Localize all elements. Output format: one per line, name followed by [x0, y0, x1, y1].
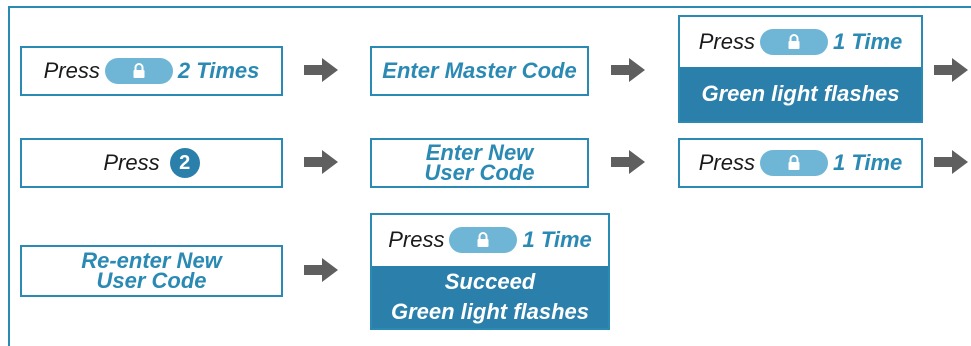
press-label: Press — [698, 28, 755, 54]
arrow-right-icon — [304, 150, 338, 174]
step-press-lock-once-succeed: Press 1 Time Succeed Green light flashes — [370, 213, 610, 330]
press-label: Press — [103, 150, 160, 175]
arrow-right-icon — [304, 58, 338, 82]
step-reenter-new-user-code: Re-enter New User Code — [20, 245, 283, 297]
press-label: Press — [698, 150, 755, 175]
lock-icon — [759, 28, 828, 55]
diagram-frame — [8, 6, 971, 346]
arrow-right-icon — [934, 58, 968, 82]
number-2-icon: 2 — [169, 148, 200, 178]
times-label: 1 Time — [522, 227, 592, 253]
times-label: 2 Times — [177, 58, 260, 83]
result-banner: Succeed Green light flashes — [372, 265, 608, 328]
times-label: 1 Time — [832, 28, 903, 54]
succeed-label: Succeed — [444, 268, 536, 294]
arrow-right-icon — [304, 258, 338, 282]
press-label: Press — [43, 58, 100, 83]
arrow-right-icon — [934, 150, 968, 174]
press-row: Press 1 Time — [680, 17, 921, 67]
result-label: Green light flashes — [390, 298, 590, 324]
step-enter-master-code: Enter Master Code — [370, 46, 589, 96]
result-banner: Green light flashes — [680, 66, 921, 121]
step-press-number-2: Press 2 — [20, 138, 283, 188]
line-2: User Code — [96, 268, 207, 293]
press-row: Press 1 Time — [372, 215, 608, 266]
step-press-lock-once: Press 1 Time — [678, 138, 923, 188]
step-enter-new-user-code: Enter New User Code — [370, 138, 589, 188]
press-label: Press — [388, 227, 445, 253]
step-press-lock-twice: Press 2 Times — [20, 46, 283, 96]
result-label: Green light flashes — [701, 80, 900, 106]
arrow-right-icon — [611, 150, 645, 174]
arrow-right-icon — [611, 58, 645, 82]
line-1: Enter New — [425, 140, 534, 165]
enter-master-code-label: Enter Master Code — [382, 58, 577, 83]
times-label: 1 Time — [832, 150, 903, 175]
lock-icon — [449, 227, 518, 254]
lock-icon — [759, 150, 828, 176]
lock-icon — [104, 58, 173, 84]
line-2: User Code — [424, 160, 535, 185]
line-1: Re-enter New — [81, 248, 222, 273]
step-press-lock-once-green: Press 1 Time Green light flashes — [678, 15, 923, 123]
